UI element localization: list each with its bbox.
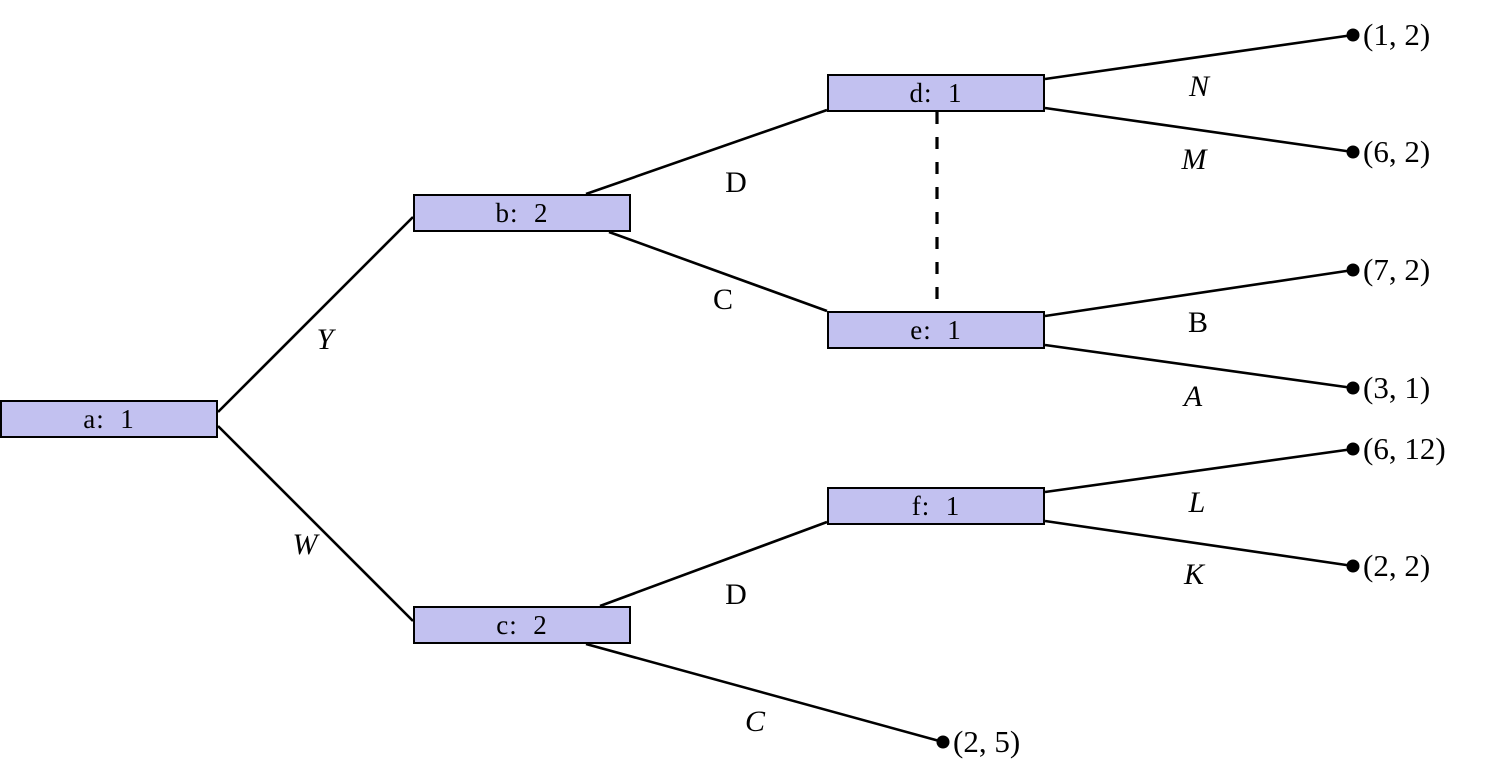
tree-edge-e-t3 bbox=[1044, 268, 1354, 318]
decision-node-label-f: f: 1 bbox=[911, 490, 961, 521]
decision-node-label-b: b: 2 bbox=[495, 197, 549, 228]
decision-node-b[interactable]: b: 2 bbox=[413, 194, 631, 232]
edge-action-label-d-t2: M bbox=[1181, 143, 1207, 176]
tree-edge-c-f bbox=[599, 520, 828, 608]
payoff-label-t6: (2, 2) bbox=[1363, 548, 1431, 583]
decision-node-label-c: c: 2 bbox=[496, 609, 548, 640]
decision-node-d[interactable]: d: 1 bbox=[827, 74, 1045, 112]
edge-action-label-b-d: D bbox=[725, 166, 747, 199]
edge-action-label-c-t7: C bbox=[744, 705, 766, 738]
terminal-dots-group bbox=[936, 28, 1360, 749]
tree-edge-b-d bbox=[585, 108, 828, 196]
tree-edge-e-t4 bbox=[1044, 343, 1354, 390]
edge-action-label-e-t3: B bbox=[1187, 306, 1209, 339]
decision-node-f[interactable]: f: 1 bbox=[827, 487, 1045, 525]
terminal-node-dot-t6 bbox=[1346, 559, 1360, 573]
edge-action-label-a-b: Y bbox=[316, 323, 334, 356]
edge-action-label-f-t6: K bbox=[1183, 558, 1205, 591]
terminal-node-dot-t1 bbox=[1346, 28, 1360, 42]
tree-edge-d-t1 bbox=[1044, 33, 1354, 81]
decision-node-c[interactable]: c: 2 bbox=[413, 606, 631, 644]
payoff-label-t4: (3, 1) bbox=[1363, 370, 1431, 405]
terminal-node-dot-t2 bbox=[1346, 145, 1360, 159]
payoff-label-t5: (6, 12) bbox=[1363, 431, 1446, 466]
tree-edge-f-t5 bbox=[1044, 447, 1354, 494]
terminal-node-dot-t3 bbox=[1346, 263, 1360, 277]
edge-action-label-b-e: C bbox=[712, 283, 734, 316]
edge-action-label-f-t5: L bbox=[1188, 486, 1206, 519]
decision-node-a[interactable]: a: 1 bbox=[0, 400, 218, 438]
edge-action-label-d-t1: N bbox=[1188, 70, 1210, 103]
tree-edge-d-t2 bbox=[1044, 106, 1354, 154]
decision-node-label-d: d: 1 bbox=[909, 77, 963, 108]
terminal-node-dot-t7 bbox=[936, 735, 950, 749]
decision-node-e[interactable]: e: 1 bbox=[827, 311, 1045, 349]
terminal-node-dot-t5 bbox=[1346, 442, 1360, 456]
decision-node-label-a: a: 1 bbox=[83, 403, 135, 434]
terminal-node-dot-t4 bbox=[1346, 381, 1360, 395]
decision-node-label-e: e: 1 bbox=[910, 314, 962, 345]
payoff-label-t2: (6, 2) bbox=[1363, 134, 1431, 169]
tree-edge-a-c bbox=[217, 425, 414, 622]
edge-action-label-e-t4: A bbox=[1183, 380, 1203, 413]
tree-edge-a-b bbox=[217, 216, 414, 413]
tree-edge-f-t6 bbox=[1044, 519, 1354, 568]
edge-action-label-c-f: D bbox=[725, 578, 747, 611]
payoff-label-t7: (2, 5) bbox=[953, 724, 1021, 759]
tree-edge-b-e bbox=[608, 230, 828, 313]
payoff-label-t3: (7, 2) bbox=[1363, 252, 1431, 287]
tree-edge-c-t7 bbox=[585, 642, 944, 744]
edges-group bbox=[217, 33, 1354, 744]
payoff-label-t1: (1, 2) bbox=[1363, 17, 1431, 52]
edge-action-label-a-c: W bbox=[292, 528, 318, 561]
